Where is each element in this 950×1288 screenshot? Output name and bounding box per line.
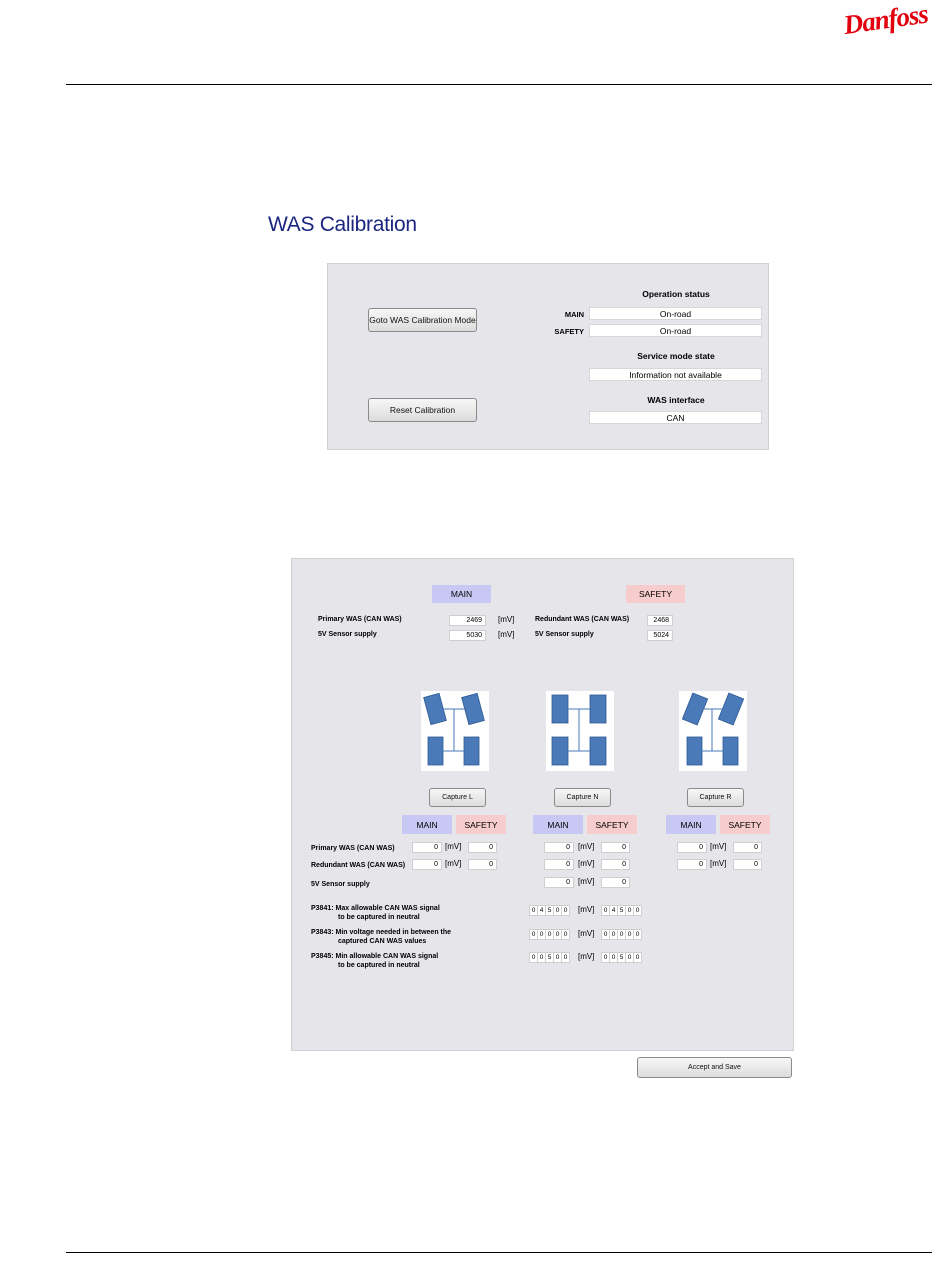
param-p3843-line2: captured CAN WAS values	[338, 938, 427, 945]
footer-rule	[66, 1252, 932, 1253]
param-p3841-line2: to be captured in neutral	[338, 914, 420, 921]
digit[interactable]: 0	[633, 952, 642, 963]
capture-neutral-primary-unit: [mV]	[578, 842, 595, 851]
digit[interactable]: 0	[561, 905, 570, 916]
reset-calibration-button[interactable]: Reset Calibration	[368, 398, 477, 422]
capture-right-button[interactable]: Capture R	[687, 788, 744, 807]
param-p3845-unit: [mV]	[578, 952, 595, 961]
main-tag: MAIN	[432, 585, 491, 603]
main-primary-was-label: Primary WAS (CAN WAS)	[318, 616, 402, 623]
capture-right-primary-safety: 0	[733, 842, 762, 853]
capture-left-safety-tag: SAFETY	[456, 815, 506, 834]
wheels-neutral-icon	[546, 691, 614, 771]
accept-and-save-button[interactable]: Accept and Save	[637, 1057, 792, 1078]
was-capture-panel: MAIN SAFETY Primary WAS (CAN WAS) 2469 […	[291, 558, 794, 1051]
capture-neutral-supply-unit: [mV]	[578, 877, 595, 886]
danfoss-logo: Danfoss	[842, 0, 934, 42]
capture-neutral-redundant-main: 0	[544, 859, 574, 870]
capture-neutral-redundant-unit: [mV]	[578, 859, 595, 868]
capture-neutral-redundant-safety: 0	[601, 859, 630, 870]
service-mode-value: Information not available	[589, 368, 762, 381]
brand-logo-text: Danfoss	[841, 0, 930, 41]
param-p3841-unit: [mV]	[578, 905, 595, 914]
digit[interactable]: 0	[561, 929, 570, 940]
capture-right-redundant-unit: [mV]	[710, 859, 727, 868]
page-title: WAS Calibration	[268, 213, 417, 236]
capture-left-primary-safety: 0	[468, 842, 497, 853]
digit[interactable]: 0	[633, 905, 642, 916]
digit[interactable]: 0	[561, 952, 570, 963]
goto-calibration-mode-button[interactable]: Goto WAS Calibration Mode	[368, 308, 477, 332]
param-p3845-label: P3845: Min allowable CAN WAS signal to b…	[311, 952, 438, 970]
param-p3843-unit: [mV]	[578, 929, 595, 938]
param-p3841-line1: P3841: Max allowable CAN WAS signal	[311, 905, 440, 912]
wheels-left-turn-icon	[421, 691, 489, 771]
operation-status-safety-value: On-road	[589, 324, 762, 337]
capture-left-main-tag: MAIN	[402, 815, 452, 834]
main-sensor-supply-unit: [mV]	[498, 630, 515, 639]
row-primary-was-label: Primary WAS (CAN WAS)	[311, 845, 395, 852]
operation-status-main-label: MAIN	[564, 310, 584, 319]
capture-right-main-tag: MAIN	[666, 815, 716, 834]
main-sensor-supply-label: 5V Sensor supply	[318, 631, 377, 638]
capture-right-redundant-safety: 0	[733, 859, 762, 870]
operation-status-title: Operation status	[642, 289, 710, 299]
capture-left-redundant-unit: [mV]	[445, 859, 462, 868]
header-rule	[66, 84, 932, 85]
capture-neutral-button[interactable]: Capture N	[554, 788, 611, 807]
capture-left-redundant-safety: 0	[468, 859, 497, 870]
capture-neutral-primary-safety: 0	[601, 842, 630, 853]
operation-status-safety-label: SAFETY	[554, 327, 584, 336]
param-p3841-label: P3841: Max allowable CAN WAS signal to b…	[311, 904, 440, 922]
safety-redundant-was-label: Redundant WAS (CAN WAS)	[535, 616, 630, 623]
calibration-mode-panel: Goto WAS Calibration Mode Reset Calibrat…	[327, 263, 769, 450]
param-p3845-line2: to be captured in neutral	[338, 962, 420, 969]
capture-neutral-supply-safety: 0	[601, 877, 630, 888]
was-interface-value: CAN	[589, 411, 762, 424]
safety-redundant-was-value: 2468	[647, 615, 673, 626]
was-interface-title: WAS interface	[647, 395, 705, 405]
capture-left-primary-unit: [mV]	[445, 842, 462, 851]
capture-neutral-primary-main: 0	[544, 842, 574, 853]
capture-left-primary-main: 0	[412, 842, 442, 853]
capture-neutral-safety-tag: SAFETY	[587, 815, 637, 834]
capture-right-redundant-main: 0	[677, 859, 707, 870]
main-primary-was-unit: [mV]	[498, 615, 515, 624]
param-p3845-line1: P3845: Min allowable CAN WAS signal	[311, 953, 439, 960]
capture-left-button[interactable]: Capture L	[429, 788, 486, 807]
capture-right-primary-unit: [mV]	[710, 842, 727, 851]
operation-status-main-value: On-road	[589, 307, 762, 320]
wheels-right-turn-icon	[679, 691, 747, 771]
capture-neutral-supply-main: 0	[544, 877, 574, 888]
capture-right-safety-tag: SAFETY	[720, 815, 770, 834]
safety-sensor-supply-value: 5024	[647, 630, 673, 641]
param-p3843-line1: P3843: Min voltage needed in between the	[311, 929, 452, 936]
row-redundant-was-label: Redundant WAS (CAN WAS)	[311, 862, 406, 869]
safety-sensor-supply-label: 5V Sensor supply	[535, 631, 594, 638]
main-sensor-supply-value: 5030	[449, 630, 486, 641]
safety-tag: SAFETY	[626, 585, 685, 603]
capture-neutral-main-tag: MAIN	[533, 815, 583, 834]
digit[interactable]: 0	[633, 929, 642, 940]
service-mode-title: Service mode state	[637, 351, 715, 361]
param-p3843-label: P3843: Min voltage needed in between the…	[311, 928, 451, 946]
capture-left-redundant-main: 0	[412, 859, 442, 870]
main-primary-was-value: 2469	[449, 615, 486, 626]
row-sensor-supply-label: 5V Sensor supply	[311, 881, 370, 888]
capture-right-primary-main: 0	[677, 842, 707, 853]
